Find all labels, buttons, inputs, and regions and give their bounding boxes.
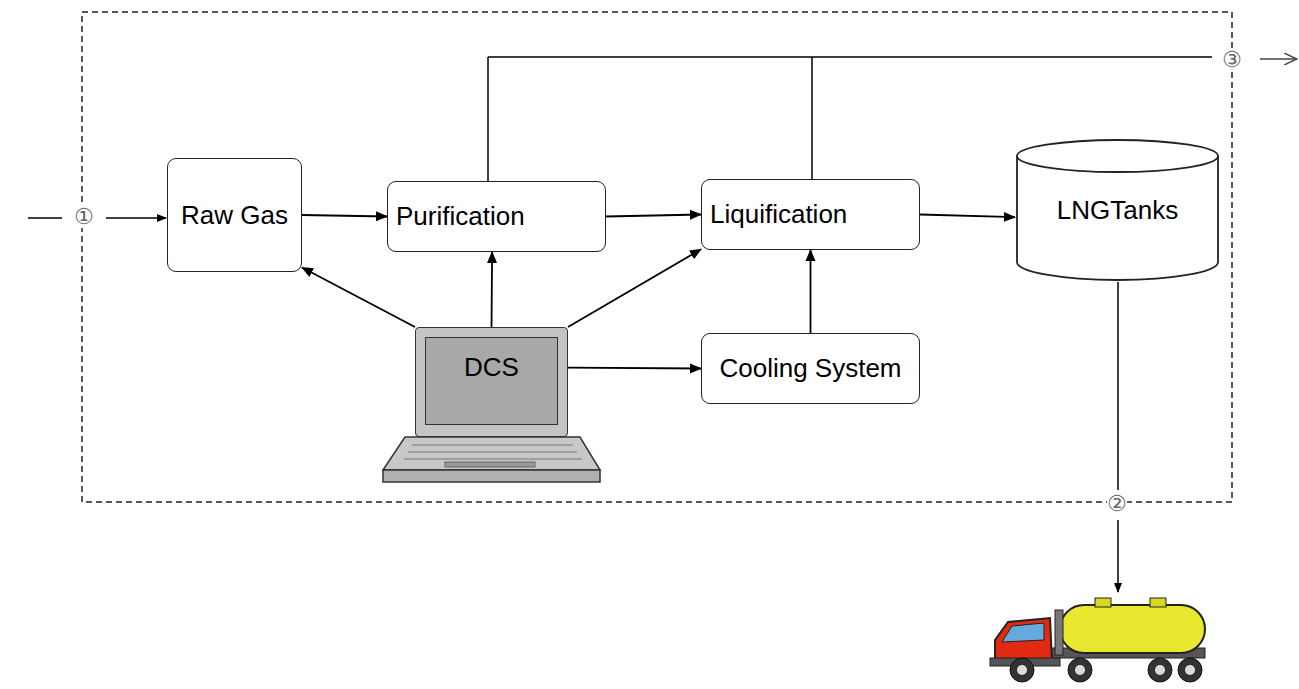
flow-arrow [302,215,387,217]
node-label: DCS [464,352,519,383]
tanker-truck [990,598,1205,682]
vent-line [488,56,1212,58]
node-label: LNGTanks [1057,195,1178,226]
laptop-base [383,437,600,482]
callout-number: ① [74,206,94,228]
process-box: Cooling System [701,333,920,404]
node-label: Purification [396,201,525,232]
flow-arrow [491,252,493,327]
vent-riser [487,57,489,181]
process-box: Raw Gas [167,158,302,272]
vent-arrow [1260,58,1297,60]
screen-panel: DCS [425,337,558,425]
node-label: Cooling System [719,353,901,384]
callout-number: ② [1107,493,1127,515]
input-arrow [106,217,166,219]
flow-arrow [920,215,1015,218]
flow-arrow [810,250,812,333]
flow-arrow [568,249,701,327]
input-line [28,217,62,219]
system-boundary [82,12,1232,502]
storage-tank: LNGTanks [1015,138,1220,282]
flow-arrow [302,267,415,327]
vent-riser [811,57,813,179]
process-box: Purification [387,181,606,252]
node-label: Liquification [710,199,847,230]
process-box: Liquification [701,179,920,250]
control-system: DCS [415,327,568,437]
node-label: Raw Gas [181,200,288,231]
flow-arrow [568,367,701,370]
flow-arrow [606,215,701,217]
output-arrow [1117,520,1119,592]
output-line [1117,282,1119,490]
callout-number: ③ [1222,49,1242,71]
